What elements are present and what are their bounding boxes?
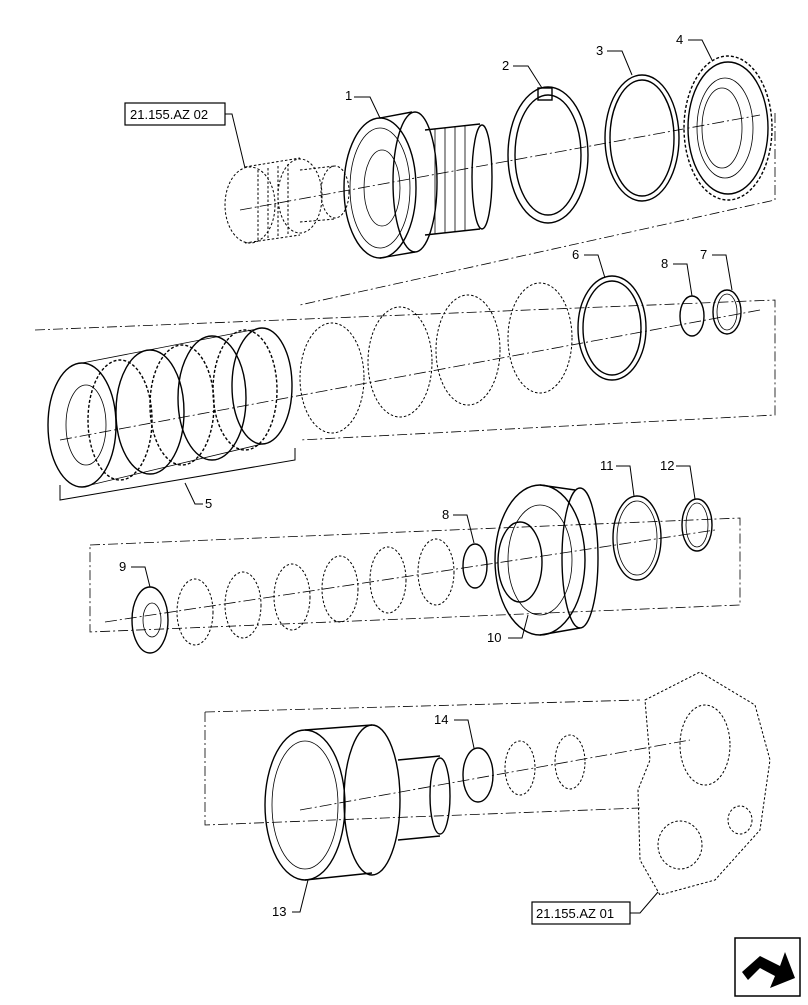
callout-10: 10 [487, 630, 501, 645]
part-1-clutch-hub [343, 111, 493, 259]
row-3-ghost-plates [176, 538, 455, 646]
callout-4: 4 [676, 32, 683, 47]
next-page-arrow-icon[interactable] [734, 937, 801, 997]
center-axis-row-2 [59, 309, 761, 441]
part-10-piston [494, 484, 599, 636]
part-13-clutch-drum [264, 724, 451, 881]
part-4-gear [683, 55, 773, 201]
reference-hub-ghost [224, 157, 350, 244]
part-9-washer [131, 586, 169, 654]
callout-13: 13 [272, 904, 286, 919]
callout-2: 2 [502, 58, 509, 73]
callout-9: 9 [119, 559, 126, 574]
frame-row-4 [204, 699, 641, 826]
frame-row-1 [299, 113, 776, 306]
callout-6: 6 [572, 247, 579, 262]
callout-8-upper: 8 [661, 256, 668, 271]
center-axis-row-4 [299, 739, 691, 811]
bracket-part-5 [59, 448, 296, 501]
frame-row-2 [34, 299, 776, 441]
part-7-ring [712, 289, 742, 335]
row-4-ghost-rings [504, 734, 586, 796]
callout-1: 1 [345, 88, 352, 103]
part-5-clutch-disc-pack [47, 327, 293, 488]
callout-7: 7 [700, 247, 707, 262]
callout-3: 3 [596, 43, 603, 58]
part-12-seal-ring [681, 498, 713, 552]
reference-box-top[interactable]: 21.155.AZ 02 [124, 102, 226, 126]
part-3-snap-ring [604, 74, 680, 202]
callout-14: 14 [434, 712, 448, 727]
part-8-ring-lower [462, 543, 488, 589]
callout-8-lower: 8 [442, 507, 449, 522]
part-6-snap-ring [577, 275, 647, 381]
reference-label-bottom: 21.155.AZ 01 [536, 906, 614, 921]
center-axis-row-1 [239, 114, 761, 211]
center-axis-row-3 [104, 529, 716, 623]
frame-row-3 [89, 517, 741, 633]
reference-box-bottom[interactable]: 21.155.AZ 01 [531, 901, 631, 925]
callout-5: 5 [205, 496, 212, 511]
reference-housing-ghost [637, 671, 771, 896]
part-2-snap-ring [507, 86, 589, 224]
row-2-ghost-rings [299, 282, 573, 434]
callout-11: 11 [600, 458, 614, 473]
part-8-ring-upper [679, 295, 705, 337]
part-14-snap-ring [462, 747, 494, 803]
part-11-seal-ring [612, 495, 662, 581]
reference-label-top: 21.155.AZ 02 [130, 107, 208, 122]
callout-12: 12 [660, 458, 674, 473]
